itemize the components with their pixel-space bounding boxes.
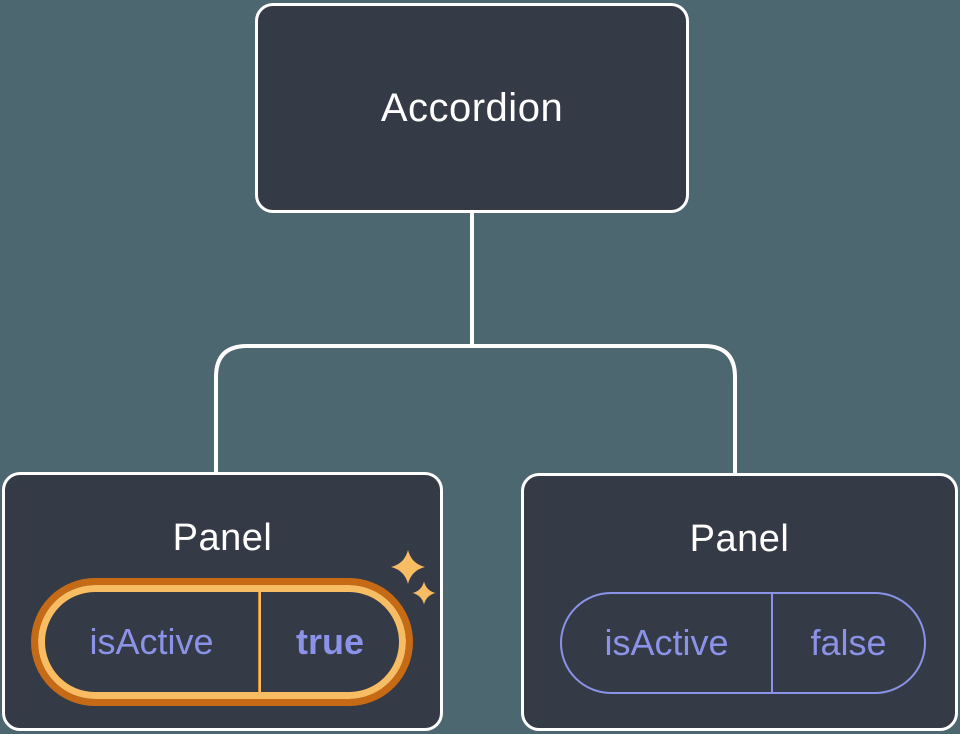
- prop-value: true: [295, 621, 364, 662]
- sparkle-large: [391, 550, 425, 584]
- accordion-label: Accordion: [380, 85, 564, 130]
- prop-name: isActive: [604, 622, 729, 663]
- prop-pill-active: isActive true: [31, 578, 413, 706]
- prop-value: false: [810, 622, 887, 663]
- sparkle-small: [412, 581, 436, 605]
- panel-label: Panel: [689, 518, 790, 560]
- panel-label: Panel: [172, 517, 273, 559]
- sparkles-icon: [391, 550, 436, 605]
- panel-node-active: Panel isActive true: [2, 472, 443, 731]
- prop-pill-inactive: isActive false: [560, 592, 926, 694]
- prop-name: isActive: [89, 621, 214, 662]
- panel-node-inactive: Panel isActive false: [521, 473, 958, 731]
- pill-divider: [258, 592, 261, 692]
- pill-divider: [771, 594, 773, 692]
- accordion-node: Accordion: [255, 3, 689, 213]
- connector-bracket: [214, 344, 737, 477]
